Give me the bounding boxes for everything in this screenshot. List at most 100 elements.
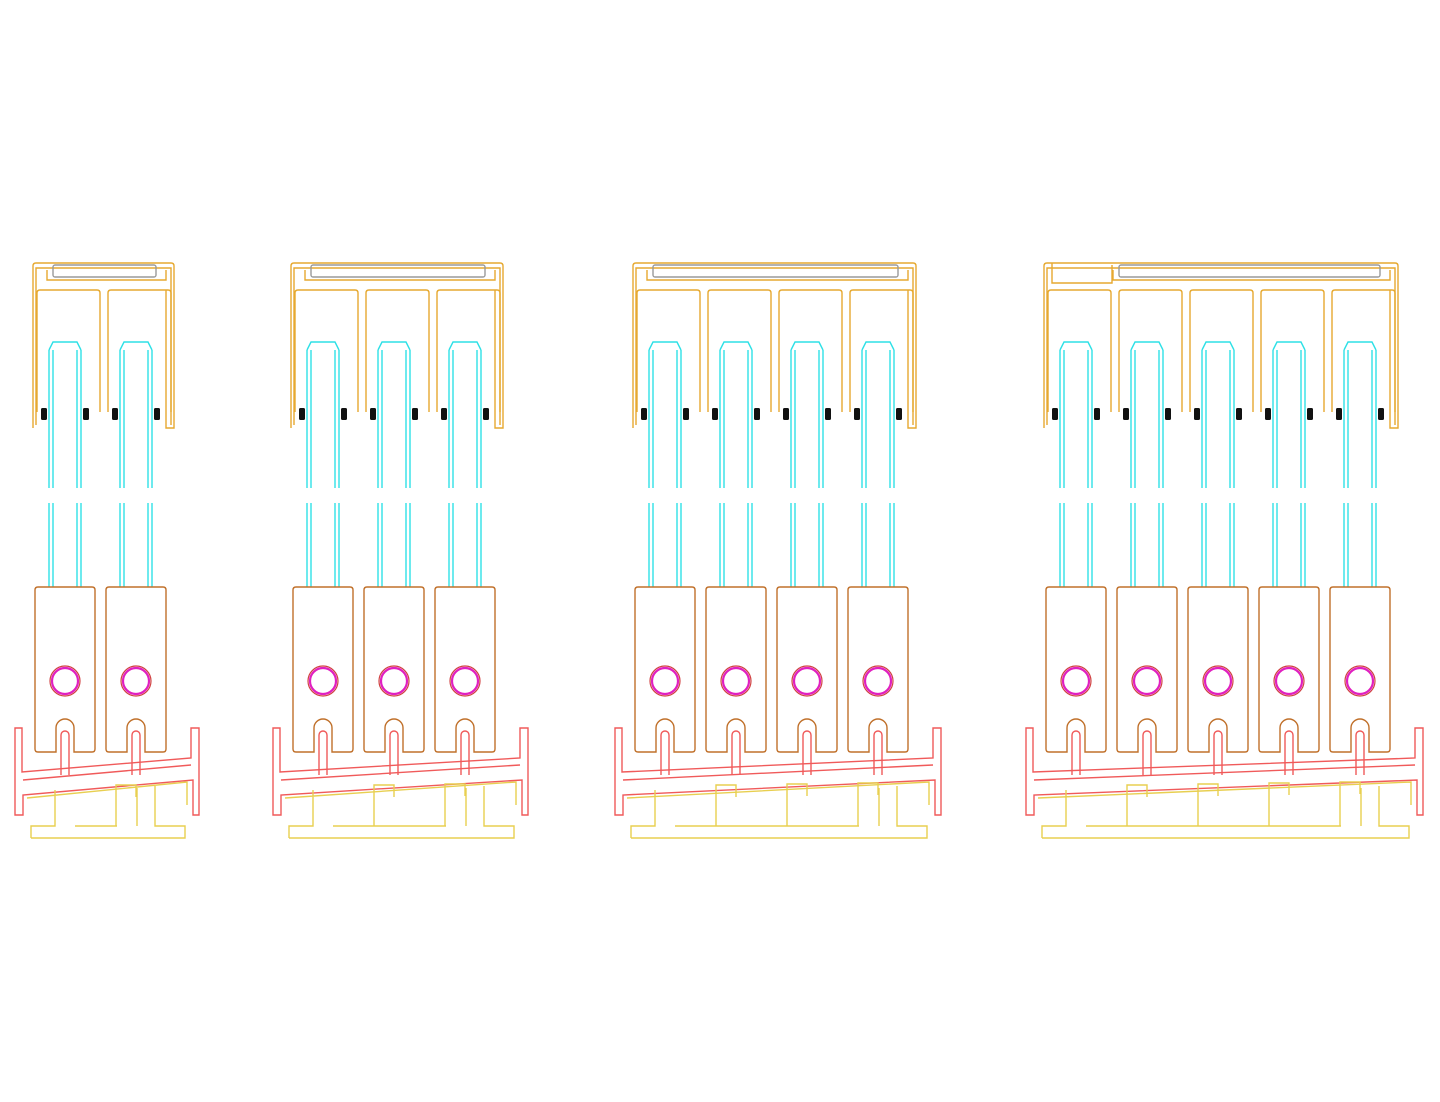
gasket <box>441 408 447 420</box>
head-chamber <box>1047 289 1112 412</box>
roller-wheel-inner <box>308 666 338 696</box>
roller-wheel <box>1131 665 1163 697</box>
cover-channel <box>304 270 496 281</box>
gasket <box>712 408 718 420</box>
track-rail-stem <box>802 730 812 775</box>
sill-web <box>373 784 395 826</box>
gasket <box>341 408 347 420</box>
roller-wheel-inner <box>721 666 751 696</box>
cover-strip <box>1118 264 1381 278</box>
cover-channel <box>1112 270 1391 281</box>
head-chamber <box>107 289 172 412</box>
glass-top <box>1130 341 1164 351</box>
sill-track <box>1025 727 1424 816</box>
roller-wheel <box>49 665 81 697</box>
sash-box <box>776 586 838 753</box>
roller-wheel <box>791 665 823 697</box>
roller-wheel-inner <box>792 666 822 696</box>
sill-base <box>1037 781 1412 839</box>
roller-wheel <box>307 665 339 697</box>
glass-top <box>1201 341 1235 351</box>
sill-web <box>786 783 808 826</box>
assembly-5-panel <box>1025 262 1424 839</box>
sill-web <box>1126 784 1148 826</box>
sill-base <box>26 781 188 839</box>
sash-box <box>105 586 167 753</box>
roller-wheel <box>720 665 752 697</box>
head-frame <box>1043 262 1399 429</box>
sill-track-inner <box>1033 764 1416 781</box>
roller-wheel <box>862 665 894 697</box>
sash-box <box>434 586 496 753</box>
sill-web <box>1339 781 1361 826</box>
gasket <box>41 408 47 420</box>
sill-track-inner <box>22 764 192 781</box>
sill-web <box>1197 783 1219 826</box>
head-frame <box>632 262 917 429</box>
sash-box <box>847 586 909 753</box>
sill-track <box>14 727 200 816</box>
gasket <box>1378 408 1384 420</box>
track-rail-stem <box>731 730 741 775</box>
glass-top <box>719 341 753 351</box>
gasket <box>1123 408 1129 420</box>
glass-top <box>1272 341 1306 351</box>
sash-box <box>1329 586 1391 753</box>
track-rail-stem <box>1213 730 1223 775</box>
head-chamber <box>36 289 101 412</box>
sash-box <box>705 586 767 753</box>
roller-wheel <box>1344 665 1376 697</box>
glass-top <box>648 341 682 351</box>
track-rail-stem <box>460 730 470 775</box>
roller-wheel <box>649 665 681 697</box>
gasket <box>1194 408 1200 420</box>
glass-top <box>48 341 82 351</box>
sash-box <box>1116 586 1178 753</box>
roller-wheel <box>120 665 152 697</box>
head-chamber <box>707 289 772 412</box>
glass-top <box>861 341 895 351</box>
head-chamber <box>778 289 843 412</box>
gasket <box>1052 408 1058 420</box>
sash-box <box>363 586 425 753</box>
sill-base <box>626 781 930 839</box>
gasket <box>754 408 760 420</box>
track-rail-stem <box>1355 730 1365 775</box>
sill-track-inner <box>280 764 521 781</box>
gasket <box>112 408 118 420</box>
roller-wheel-inner <box>50 666 80 696</box>
assembly-2-panel <box>14 262 200 839</box>
gasket <box>1336 408 1342 420</box>
gasket <box>683 408 689 420</box>
head-frame <box>32 262 175 429</box>
roller-wheel <box>1273 665 1305 697</box>
sill-track-inner <box>622 764 934 781</box>
track-rail-stem <box>1071 730 1081 775</box>
roller-wheel-inner <box>1274 666 1304 696</box>
glass-top <box>306 341 340 351</box>
sash-box <box>34 586 96 753</box>
roller-wheel-inner <box>863 666 893 696</box>
head-chamber <box>849 289 914 412</box>
roller-wheel-inner <box>379 666 409 696</box>
sash-box <box>1045 586 1107 753</box>
gasket <box>896 408 902 420</box>
glass-top <box>1343 341 1377 351</box>
gasket <box>1265 408 1271 420</box>
track-rail-stem <box>389 730 399 775</box>
gasket <box>1165 408 1171 420</box>
head-chamber <box>436 289 501 412</box>
head-frame-inner <box>293 267 501 425</box>
sill-web <box>1268 782 1290 826</box>
gasket <box>370 408 376 420</box>
head-chamber <box>1189 289 1254 412</box>
assembly-3-panel <box>272 262 529 839</box>
roller-wheel-inner <box>121 666 151 696</box>
head-chamber <box>1118 289 1183 412</box>
sill-base <box>284 781 517 839</box>
gasket <box>825 408 831 420</box>
sill-track <box>614 727 942 816</box>
assembly-4-panel <box>614 262 942 839</box>
glass-top <box>790 341 824 351</box>
